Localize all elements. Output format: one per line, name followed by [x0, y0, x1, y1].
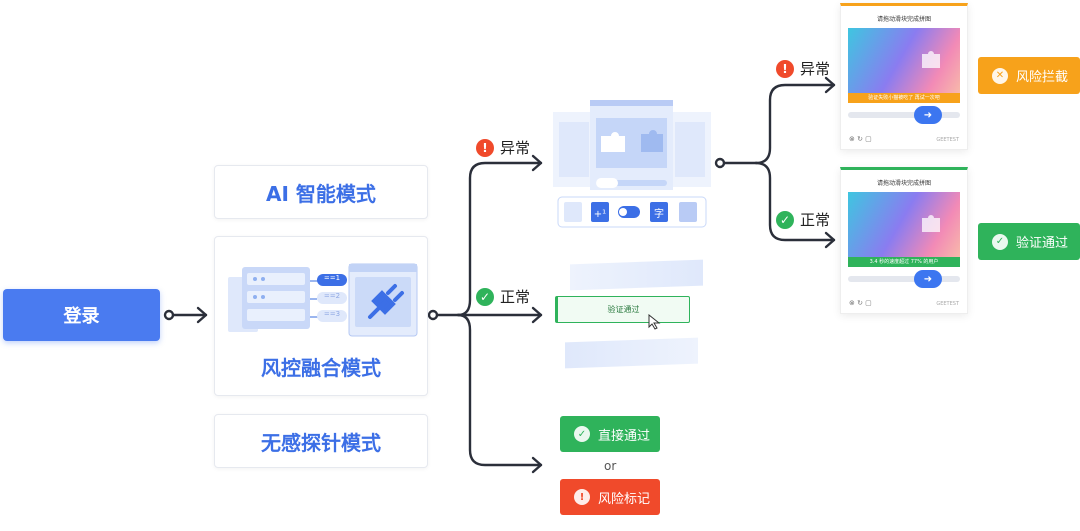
captcha-image: 3.4 秒的速度超过 77% 的用户: [848, 192, 960, 267]
verify-bg-bottom: [565, 337, 698, 369]
or-label: or: [604, 459, 617, 473]
slider-knob-icon[interactable]: ➜: [914, 106, 942, 124]
mode-ai: AI 智能模式: [214, 165, 428, 219]
svg-text:字: 字: [654, 207, 664, 220]
warning-circle-icon: !: [574, 489, 590, 505]
branch-abnormal-label: 异常: [500, 139, 531, 157]
puzzle-piece-icon: [922, 51, 940, 68]
captcha-collage-illustration: +¹ 字: [553, 100, 711, 228]
verify-bg-top: [570, 259, 703, 291]
direct-pass-button: ✓ 直接通过: [560, 416, 660, 452]
branch-abnormal-2: ! 异常: [776, 58, 830, 79]
captcha-slider[interactable]: ➜: [848, 270, 960, 288]
captcha-brand: GEETEST: [936, 137, 959, 143]
mode-ai-label: AI 智能模式: [266, 181, 376, 206]
rule-2: ==2: [323, 292, 341, 300]
captcha-tools-icon[interactable]: ⊗ ↻ ▢: [849, 135, 872, 143]
risk-mark-label: 风险标记: [598, 491, 651, 507]
branch-abnormal-label: 异常: [800, 60, 831, 78]
branch-normal-1: ✓ 正常: [476, 286, 530, 307]
mode-fusion-label: 风控融合模式: [261, 355, 381, 380]
mode-fusion: ==1 ==2 ==3 风控融合模式: [214, 236, 428, 396]
risk-block-label: 风险拦截: [1016, 70, 1069, 85]
risk-mark-button: ! 风险标记: [560, 479, 660, 515]
rule-3: ==3: [323, 310, 341, 318]
slider-knob-icon[interactable]: ➜: [914, 270, 942, 288]
mode-probe: 无感探针模式: [214, 414, 428, 468]
verify-passed-box: 验证通过: [555, 296, 690, 323]
captcha-tools-icon[interactable]: ⊗ ↻ ▢: [849, 299, 872, 307]
branch-normal-label: 正常: [500, 288, 531, 306]
fusion-illustration: [228, 263, 418, 337]
puzzle-piece-icon: [922, 215, 940, 232]
verify-pass-button: ✓ 验证通过: [978, 223, 1080, 260]
captcha-image: 验证失败小猫被吃了 再试一次吧: [848, 28, 960, 103]
check-circle-icon: ✓: [574, 426, 590, 442]
captcha-fail: 请拖动滑块完成拼图 验证失败小猫被吃了 再试一次吧 ➜ ⊗ ↻ ▢ GEETES…: [840, 3, 968, 150]
captcha-title: 请拖动滑块完成拼图: [876, 16, 931, 23]
captcha-title: 请拖动滑块完成拼图: [876, 180, 931, 187]
captcha-pass-bar: 3.4 秒的速度超过 77% 的用户: [848, 257, 960, 267]
close-circle-icon: ✕: [992, 67, 1008, 84]
branch-normal-2: ✓ 正常: [776, 209, 830, 230]
captcha-fail-bar: 验证失败小猫被吃了 再试一次吧: [848, 93, 960, 103]
mode-probe-label: 无感探针模式: [261, 430, 381, 455]
verify-pass-label: 验证通过: [1016, 236, 1069, 251]
captcha-slider[interactable]: ➜: [848, 106, 960, 124]
warning-icon: !: [476, 138, 494, 157]
direct-pass-label: 直接通过: [598, 428, 651, 444]
captcha-brand: GEETEST: [936, 301, 959, 307]
risk-block-button: ✕ 风险拦截: [978, 57, 1080, 94]
check-circle-icon: ✓: [992, 233, 1008, 250]
captcha-pass: 请拖动滑块完成拼图 3.4 秒的速度超过 77% 的用户 ➜ ⊗ ↻ ▢ GEE…: [840, 167, 968, 314]
cursor-icon: [648, 314, 661, 330]
warning-icon: !: [776, 59, 794, 78]
svg-text:+¹: +¹: [594, 209, 606, 220]
verify-passed-label: 验证通过: [607, 305, 640, 314]
rule-1: ==1: [323, 274, 341, 282]
branch-abnormal-1: ! 异常: [476, 137, 530, 158]
check-icon: ✓: [776, 210, 794, 229]
check-icon: ✓: [476, 287, 494, 306]
login-node[interactable]: 登录: [3, 289, 160, 341]
branch-normal-label: 正常: [800, 211, 831, 229]
